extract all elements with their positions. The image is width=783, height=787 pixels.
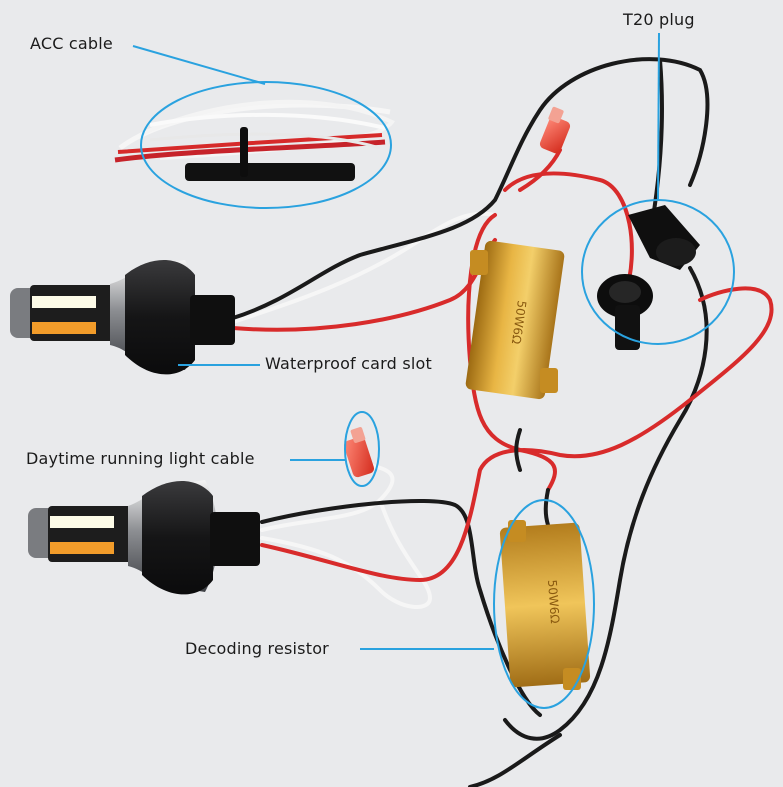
resistor-marking-bottom: 50W6Ω	[545, 579, 562, 624]
decoding-resistor-top: 50W6Ω	[465, 240, 565, 400]
callouts	[132, 32, 735, 709]
label-decoding-resistor: Decoding resistor	[185, 639, 329, 658]
led-chip-row-amber	[50, 542, 114, 554]
callout-acc-cable	[140, 81, 392, 209]
callout-drl-cable	[344, 411, 380, 487]
acc-cable-coil	[114, 99, 395, 181]
led-bulb-bottom	[28, 480, 260, 595]
red-spade-terminal-drl	[343, 427, 375, 478]
label-acc-cable: ACC cable	[30, 34, 113, 53]
callout-decoding-resistor	[493, 499, 595, 709]
led-chip-row-white	[32, 296, 96, 308]
leader-acc-cable	[132, 45, 266, 85]
decoding-resistor-bottom: 50W6Ω	[499, 520, 591, 690]
resistor-marking-top: 50W6Ω	[509, 300, 529, 345]
label-t20-plug: T20 plug	[623, 10, 695, 29]
label-daytime-running-light-cable: Daytime running light cable	[26, 449, 255, 468]
leader-t20-plug	[657, 32, 660, 201]
led-chip-row-amber	[32, 322, 96, 334]
label-waterproof-card-slot: Waterproof card slot	[265, 354, 432, 373]
led-bulb-top	[10, 260, 235, 375]
led-chip-row-white	[50, 516, 114, 528]
t20-plug	[597, 205, 700, 350]
red-spade-terminal-top	[539, 106, 571, 154]
wiring-harness	[231, 57, 774, 787]
